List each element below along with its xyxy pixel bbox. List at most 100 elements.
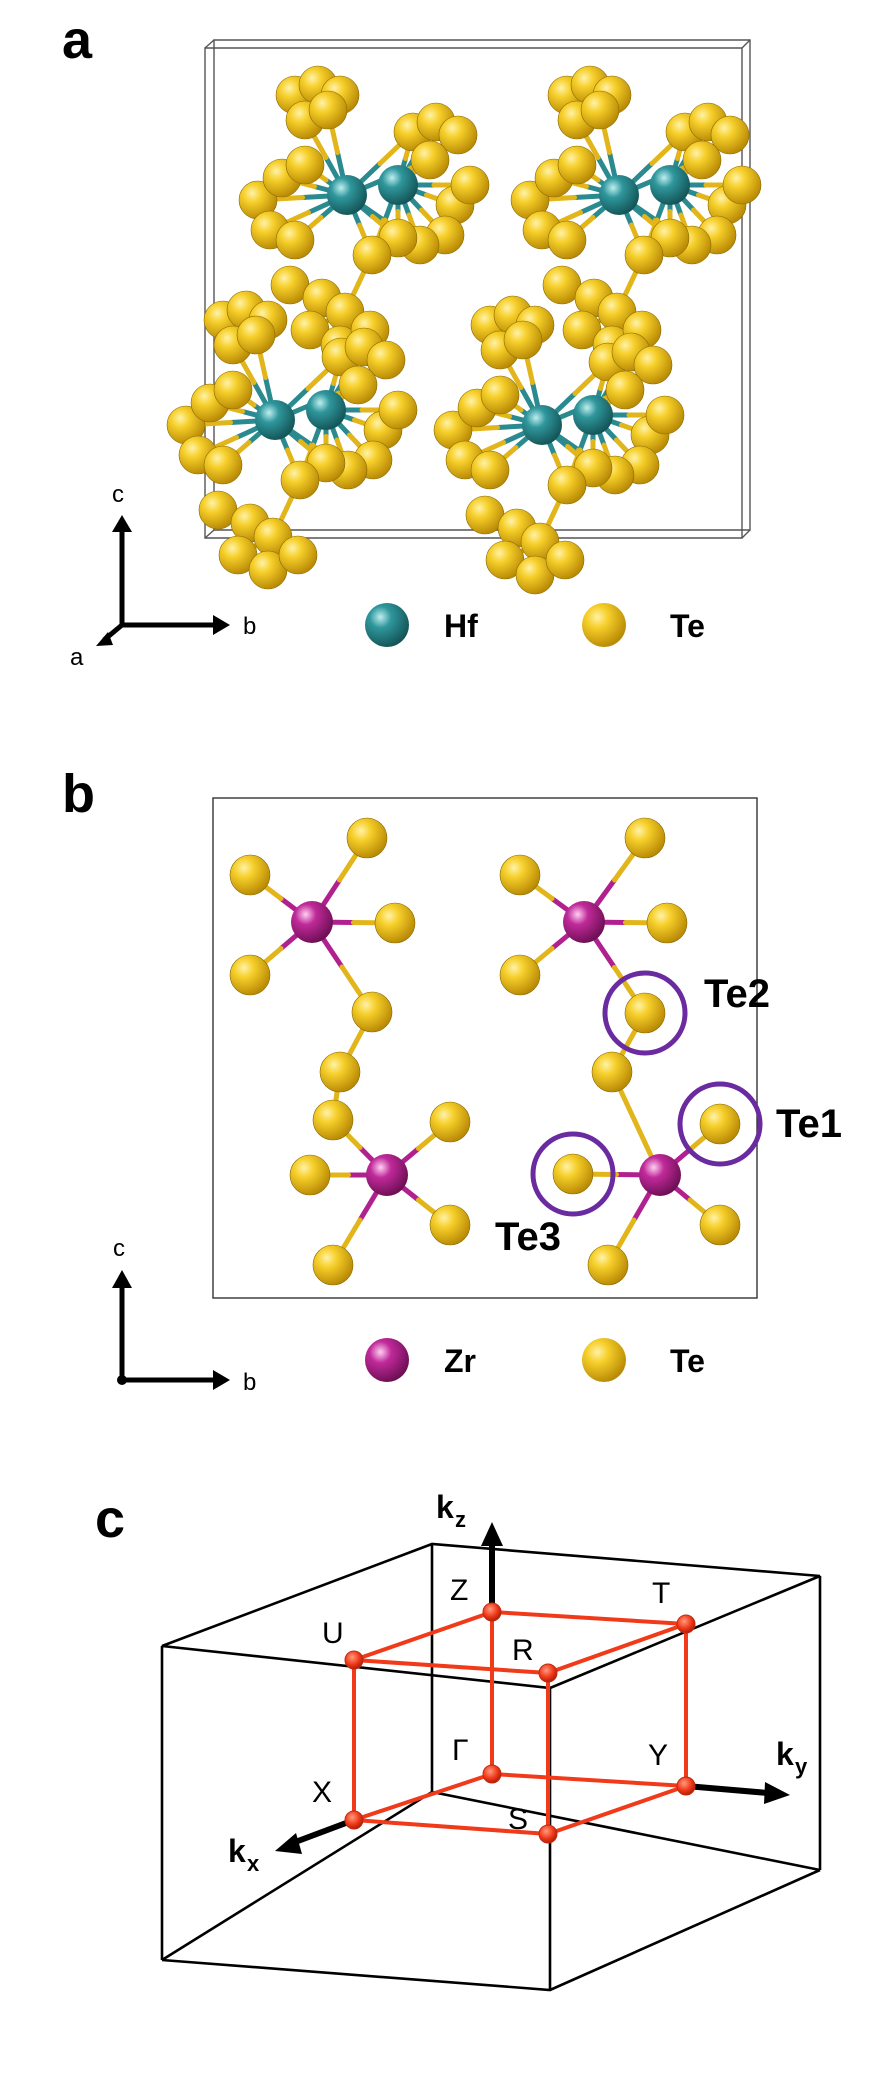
- te-atom: [470, 450, 510, 490]
- hf-atom: [599, 175, 639, 215]
- legend-swatch-te: [582, 603, 626, 647]
- te-atom: [646, 902, 688, 944]
- unit-cell-box-b: [212, 797, 758, 1299]
- te-atom: [499, 854, 541, 896]
- point-t: [676, 1614, 696, 1634]
- te-atom: [285, 145, 325, 185]
- point-r: [538, 1663, 558, 1683]
- hf-atom: [327, 175, 367, 215]
- axis-label-c-b: c: [113, 1235, 125, 1262]
- te-atom: [312, 1244, 354, 1286]
- te-atom: [450, 165, 490, 205]
- site-label-te2: Te2: [704, 972, 770, 1016]
- te-atom: [682, 140, 722, 180]
- point-u: [344, 1650, 364, 1670]
- te-atom: [580, 90, 620, 130]
- te-atom: [289, 1154, 331, 1196]
- te-atom: [545, 540, 585, 580]
- te-atom: [624, 992, 666, 1034]
- axis-label-a: a: [70, 644, 84, 671]
- te-atom: [645, 395, 685, 435]
- panel-b: b Te2 Te1 Te3 c b Zr Te: [62, 764, 842, 1396]
- k-axis-label-ky: k y: [776, 1736, 808, 1779]
- legend-swatch-zr: [365, 1338, 409, 1382]
- point-z: [482, 1602, 502, 1622]
- k-axis-kx: [275, 1817, 356, 1854]
- legend-label-te: Te: [670, 608, 705, 644]
- zr-atom: [291, 901, 333, 943]
- axis-label-c: c: [112, 481, 124, 508]
- legend-a: Hf Te: [365, 603, 705, 647]
- zr-atom: [639, 1154, 681, 1196]
- site-highlights: [530, 970, 763, 1217]
- bz-path-segment: [491, 1610, 687, 1626]
- unit-cell-box-a: [204, 39, 751, 539]
- te-atom: [710, 115, 750, 155]
- bz-path-segment: [491, 1772, 687, 1788]
- kz-label-sub: z: [455, 1507, 466, 1532]
- kpoint-label-x: X: [312, 1776, 332, 1809]
- te-atom: [280, 460, 320, 500]
- te-atom: [275, 220, 315, 260]
- panel-label-a: a: [62, 10, 93, 70]
- legend-b: Zr Te: [365, 1338, 705, 1382]
- te-atom: [699, 1103, 741, 1145]
- site-label-te1: Te1: [776, 1102, 842, 1146]
- te-atom: [374, 902, 416, 944]
- te-atom: [319, 1051, 361, 1093]
- brillouin-zone-box: [160, 1542, 822, 1992]
- te-atom: [229, 954, 271, 996]
- te-atom: [633, 345, 673, 385]
- te-atom: [338, 365, 378, 405]
- kpoint-label-gamma: Γ: [452, 1734, 469, 1767]
- ky-label-sub: y: [795, 1754, 808, 1779]
- te-atom: [499, 954, 541, 996]
- crystal-structure-hfte: [166, 65, 762, 595]
- legend-label-zr: Zr: [444, 1343, 476, 1379]
- te-atom: [438, 115, 478, 155]
- te2-highlight-circle: [602, 970, 688, 1056]
- te-atom: [378, 390, 418, 430]
- te-atom: [229, 854, 271, 896]
- hf-atom: [573, 395, 613, 435]
- point-y: [676, 1776, 696, 1796]
- k-axis-ky: [685, 1782, 790, 1804]
- te-atom: [429, 1101, 471, 1143]
- legend-swatch-te-b: [582, 1338, 626, 1382]
- te-atom: [624, 235, 664, 275]
- te-atom: [429, 1204, 471, 1246]
- kpoint-label-z: Z: [450, 1574, 468, 1607]
- te-atom: [591, 1051, 633, 1093]
- panel-a: a c b a Hf Te: [62, 10, 762, 671]
- te-atom: [236, 315, 276, 355]
- te-atom: [410, 140, 450, 180]
- te-atom: [203, 445, 243, 485]
- kz-label-main: k: [436, 1489, 454, 1525]
- bz-path-segment: [353, 1610, 493, 1662]
- zr-atom: [366, 1154, 408, 1196]
- hf-atom: [522, 405, 562, 445]
- k-axis-kz: [481, 1522, 503, 1612]
- te-atom: [346, 817, 388, 859]
- point-gamma: [482, 1764, 502, 1784]
- axis-label-b: b: [243, 613, 256, 640]
- zr-atom: [563, 901, 605, 943]
- kx-label-sub: x: [247, 1851, 260, 1876]
- k-axis-label-kx: k x: [228, 1833, 260, 1876]
- te-atom: [352, 235, 392, 275]
- kpoint-label-t: T: [652, 1577, 670, 1610]
- te-atom: [312, 1099, 354, 1141]
- ky-label-main: k: [776, 1736, 794, 1772]
- site-label-te3: Te3: [495, 1215, 561, 1259]
- te-atom: [213, 370, 253, 410]
- te-atom: [547, 465, 587, 505]
- bz-path-segment: [353, 1772, 493, 1822]
- point-x: [344, 1810, 364, 1830]
- panel-c: c Z T U R Γ Y X S k z: [95, 1489, 822, 1992]
- legend-label-te-b: Te: [670, 1343, 705, 1379]
- k-axis-label-kz: k z: [436, 1489, 466, 1532]
- te-atom: [552, 1153, 594, 1195]
- axis-triad-b: [112, 1270, 230, 1390]
- kx-label-main: k: [228, 1833, 246, 1869]
